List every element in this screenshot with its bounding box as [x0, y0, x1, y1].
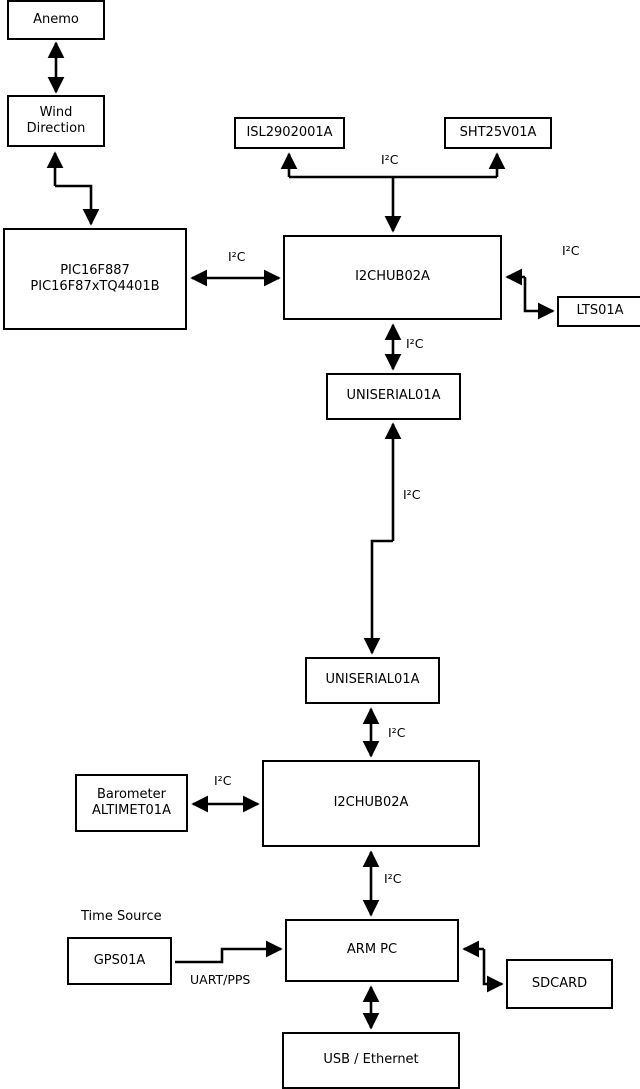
- node-i2chub02a-top[interactable]: I2CHUB02A: [283, 235, 502, 320]
- node-wind-direction[interactable]: Wind Direction: [7, 95, 105, 147]
- node-isl2902001a[interactable]: ISL2902001A: [234, 117, 345, 149]
- connector-gps-armpc: [175, 940, 283, 964]
- node-arm-pc[interactable]: ARM PC: [285, 919, 459, 982]
- connector-wind-elbow: [55, 184, 100, 226]
- node-pic-microcontroller[interactable]: PIC16F887 PIC16F87xTQ4401B: [3, 228, 187, 330]
- node-anemo[interactable]: Anemo: [7, 0, 105, 40]
- node-lts01a[interactable]: LTS01A: [557, 296, 640, 327]
- connector-long-elbow: [363, 539, 393, 655]
- node-usb-ethernet[interactable]: USB / Ethernet: [282, 1032, 460, 1089]
- edge-label-uart-pps: UART/PPS: [190, 972, 251, 987]
- connector-sdcard-elbow: [482, 949, 504, 993]
- label-time-source: Time Source: [81, 909, 162, 924]
- edge-label-i2c-lts01a: I²C: [562, 243, 580, 258]
- node-gps01a[interactable]: GPS01A: [67, 937, 172, 985]
- node-i2chub02a-bottom[interactable]: I2CHUB02A: [262, 760, 480, 847]
- edge-label-i2c-barometer: I²C: [214, 773, 232, 788]
- node-sht25v01a[interactable]: SHT25V01A: [444, 117, 552, 149]
- edge-label-i2c-uniserial-hub: I²C: [388, 725, 406, 740]
- edge-label-i2c-bus-top: I²C: [381, 152, 399, 167]
- edge-label-i2c-long-link: I²C: [403, 487, 421, 502]
- edge-label-i2c-hub-armpc: I²C: [384, 871, 402, 886]
- node-sdcard[interactable]: SDCARD: [506, 959, 613, 1009]
- edge-label-i2c-pic-hub: I²C: [228, 249, 246, 264]
- node-uniserial01a-bottom[interactable]: UNISERIAL01A: [305, 657, 440, 704]
- node-uniserial01a-top[interactable]: UNISERIAL01A: [326, 373, 461, 420]
- node-barometer-altimet01a[interactable]: Barometer ALTIMET01A: [75, 774, 188, 832]
- edge-label-i2c-hub-uniserial: I²C: [406, 336, 424, 351]
- connector-lts-elbow: [523, 277, 555, 320]
